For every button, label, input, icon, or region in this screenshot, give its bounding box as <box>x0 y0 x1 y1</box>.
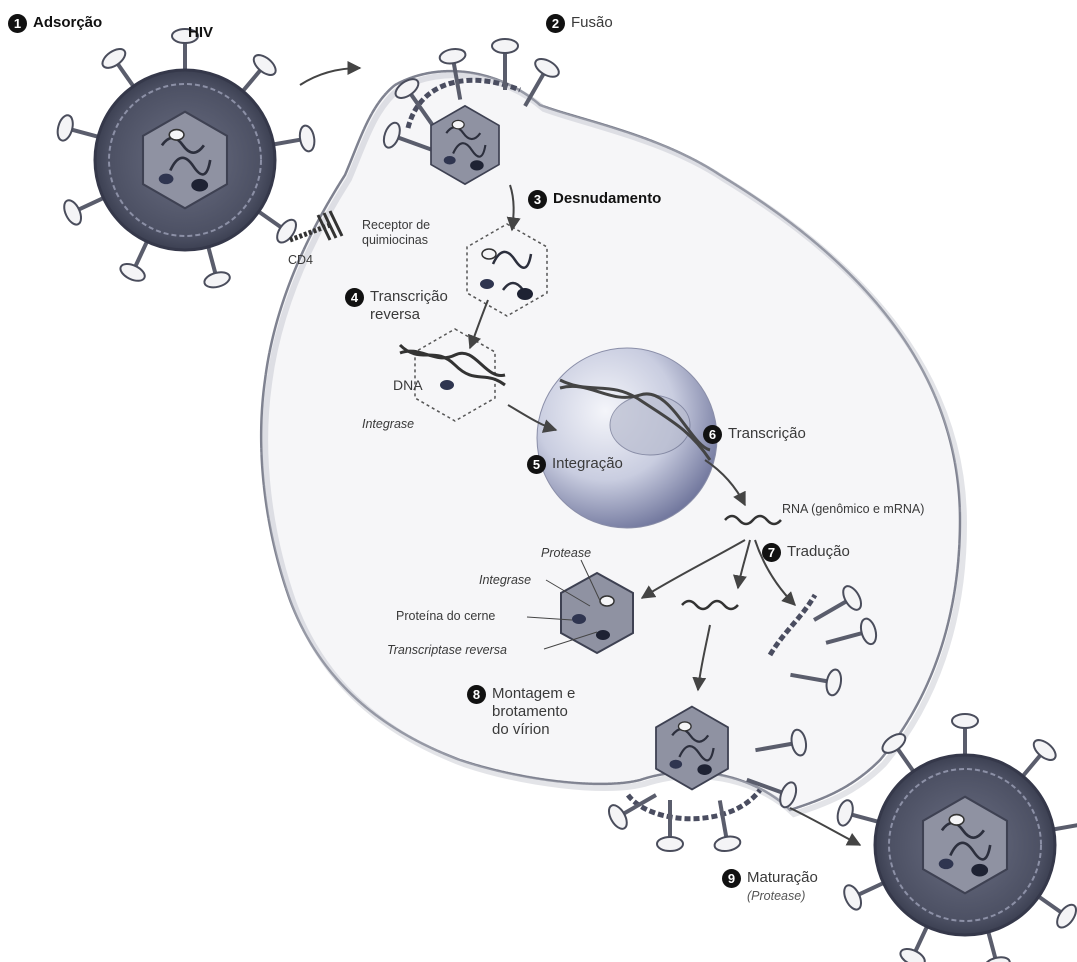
step-1-label: Adsorção <box>33 14 103 31</box>
step-5-badge: 5 <box>527 455 546 474</box>
receptor-cd4 <box>289 210 344 243</box>
step-2: 2 Fusão <box>546 14 613 33</box>
step-9-badge: 9 <box>722 869 741 888</box>
step-9: 9 Maturação (Protease) <box>722 869 818 905</box>
step-8-label: Montagem e brotamento do vírion <box>492 685 576 738</box>
arrow-dna-nucleus <box>507 404 558 433</box>
nucleus <box>536 347 718 529</box>
hiv-label: HIV <box>188 24 214 41</box>
step-5: 5 Integração <box>527 455 623 474</box>
step-2-label: Fusão <box>571 14 613 31</box>
step-9-sub: (Protease) <box>747 889 806 903</box>
cd4-label: CD4 <box>288 253 314 267</box>
uncoated-capsid <box>466 223 548 317</box>
mature-virion <box>833 712 1077 962</box>
step-3: 3 Desnudamento <box>528 190 661 209</box>
budding-envelope <box>625 788 762 822</box>
arrow-rna2-budding <box>692 624 711 692</box>
arrow-fusion-uncoating <box>506 184 521 232</box>
integrase-dna-label: Integrase <box>362 417 415 431</box>
step-6: 6 Transcrição <box>703 425 806 444</box>
step-4-badge: 4 <box>345 288 364 307</box>
step-8-badge: 8 <box>467 685 486 704</box>
step-2-badge: 2 <box>546 14 565 33</box>
step-9-label: Maturação (Protease) <box>747 869 818 905</box>
step-7-label: Tradução <box>787 543 850 560</box>
dna-complex <box>398 328 506 422</box>
rna-strand <box>724 514 782 526</box>
arrow-uncoating-rt <box>467 299 489 350</box>
integrase-label: Integrase <box>479 573 532 587</box>
protease-label: Protease <box>541 546 592 560</box>
step-1: 1 Adsorção <box>8 14 102 33</box>
core-protein-label: Proteína do cerne <box>396 609 496 623</box>
rna-label: RNA (genômico e mRNA) <box>782 502 925 516</box>
fusion-envelope <box>405 77 521 129</box>
step-8: 8 Montagem e brotamento do vírion <box>467 685 575 739</box>
arrow-nucleus-rna <box>704 459 746 507</box>
arrow-rna-capsid <box>640 539 746 599</box>
step-3-badge: 3 <box>528 190 547 209</box>
rna-strand-2 <box>681 599 739 611</box>
arrow-rna-membrane <box>754 539 796 606</box>
step-7-badge: 7 <box>762 543 781 562</box>
step-5-label: Integração <box>552 455 623 472</box>
receptor-label: Receptor de quimiocinas <box>362 218 431 247</box>
arrow-budding-mature <box>789 807 862 846</box>
step-6-label: Transcrição <box>728 425 806 442</box>
step-4: 4 Transcrição reversa <box>345 288 448 324</box>
arrow-rna-rna2 <box>733 539 751 590</box>
membrane-env-proteins <box>767 593 818 657</box>
arrow-adsorption-fusion <box>299 61 362 86</box>
step-7: 7 Tradução <box>762 543 850 562</box>
step-9-title: Maturação <box>747 869 818 886</box>
free-virion-adsorption <box>53 27 319 292</box>
step-1-badge: 1 <box>8 14 27 33</box>
dna-label: DNA <box>393 377 423 393</box>
assembled-capsid <box>560 571 634 655</box>
reverse-transcriptase-label: Transcriptase reversa <box>387 643 507 657</box>
step-4-label: Transcrição reversa <box>370 288 448 323</box>
step-3-label: Desnudamento <box>553 190 662 207</box>
step-6-badge: 6 <box>703 425 722 444</box>
